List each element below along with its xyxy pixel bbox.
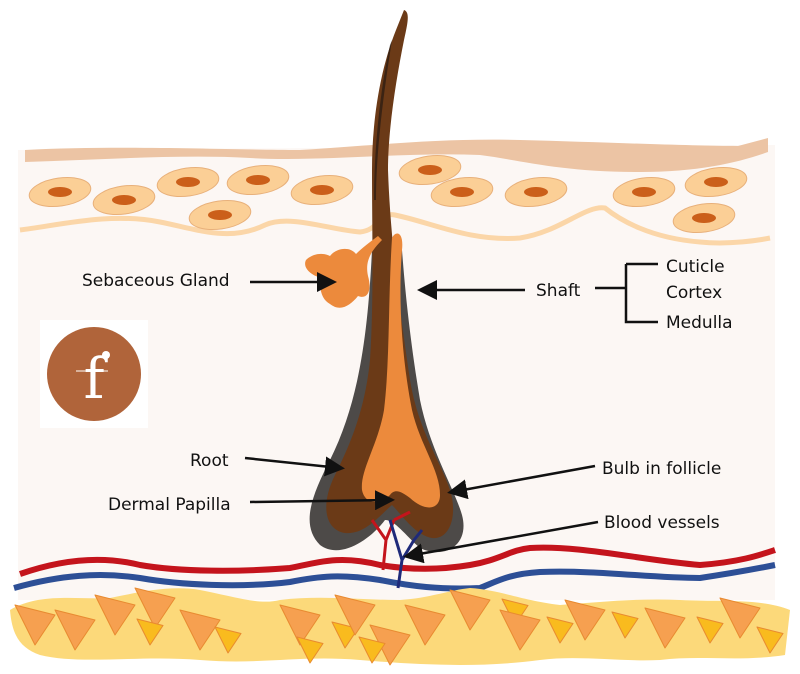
- fat-cells: [14, 587, 784, 666]
- vein: [13, 562, 776, 592]
- fat-cell: [611, 611, 639, 639]
- capillary-red: [370, 510, 411, 571]
- skin-cell: [92, 184, 156, 216]
- brand-logo: f: [40, 320, 148, 428]
- fat-cell: [94, 594, 136, 636]
- skin-cell: [188, 199, 252, 231]
- label-shaft: Shaft: [536, 281, 581, 301]
- hair-highlight: [374, 40, 392, 200]
- label-dermal-papilla: Dermal Papilla: [108, 495, 231, 515]
- skin-cell: [612, 176, 676, 208]
- skin-cell: [430, 176, 494, 208]
- skin-cell: [504, 176, 568, 208]
- fat-cell: [696, 616, 724, 644]
- skin-cell: [156, 166, 220, 198]
- fat-cell: [404, 604, 446, 646]
- bulb-arrow: [447, 464, 596, 500]
- fat-cell: [296, 636, 324, 664]
- root-arrow: [244, 456, 345, 477]
- artery: [19, 544, 776, 577]
- fat-cell: [54, 609, 96, 651]
- skin-cell: [684, 166, 748, 198]
- logo-circle: [47, 327, 141, 421]
- fat-cell: [449, 589, 491, 631]
- skin-cell: [398, 154, 462, 186]
- hair-cortex: [361, 233, 440, 508]
- fat-cell: [14, 604, 56, 646]
- fat-cell: [179, 609, 221, 651]
- label-cortex: Cortex: [666, 283, 722, 303]
- fat-cell: [134, 587, 176, 629]
- fat-cell: [756, 626, 784, 654]
- label-root: Root: [190, 451, 229, 471]
- epidermis-layer: [25, 138, 768, 172]
- fat-cell: [358, 636, 386, 664]
- fat-cell: [644, 607, 686, 649]
- vessels-arrow: [403, 520, 599, 564]
- fat-cell: [719, 597, 761, 639]
- fat-cell: [564, 599, 606, 641]
- hair-shaft: [326, 10, 454, 539]
- fat-cell: [279, 604, 321, 646]
- shaft-bracket: [595, 262, 658, 324]
- fat-cell: [546, 616, 574, 644]
- hair: [309, 10, 464, 553]
- label-medulla: Medulla: [666, 313, 733, 333]
- label-blood-vessels: Blood vessels: [604, 513, 720, 533]
- skin-cells: [28, 154, 748, 234]
- basement-membrane: [19, 205, 771, 246]
- fat-cell: [334, 594, 376, 636]
- label-sebaceous-gland: Sebaceous Gland: [82, 271, 230, 291]
- skin-cell: [672, 202, 736, 234]
- fat-cell: [214, 626, 242, 654]
- fat-cell: [499, 609, 541, 651]
- label-cuticle: Cuticle: [666, 257, 725, 277]
- papilla-arrow: [249, 490, 395, 511]
- fat-cell: [136, 618, 164, 646]
- skin-cell: [28, 176, 92, 208]
- skin-cell: [226, 164, 290, 196]
- label-bulb: Bulb in follicle: [602, 459, 721, 479]
- skin-cell: [290, 174, 354, 206]
